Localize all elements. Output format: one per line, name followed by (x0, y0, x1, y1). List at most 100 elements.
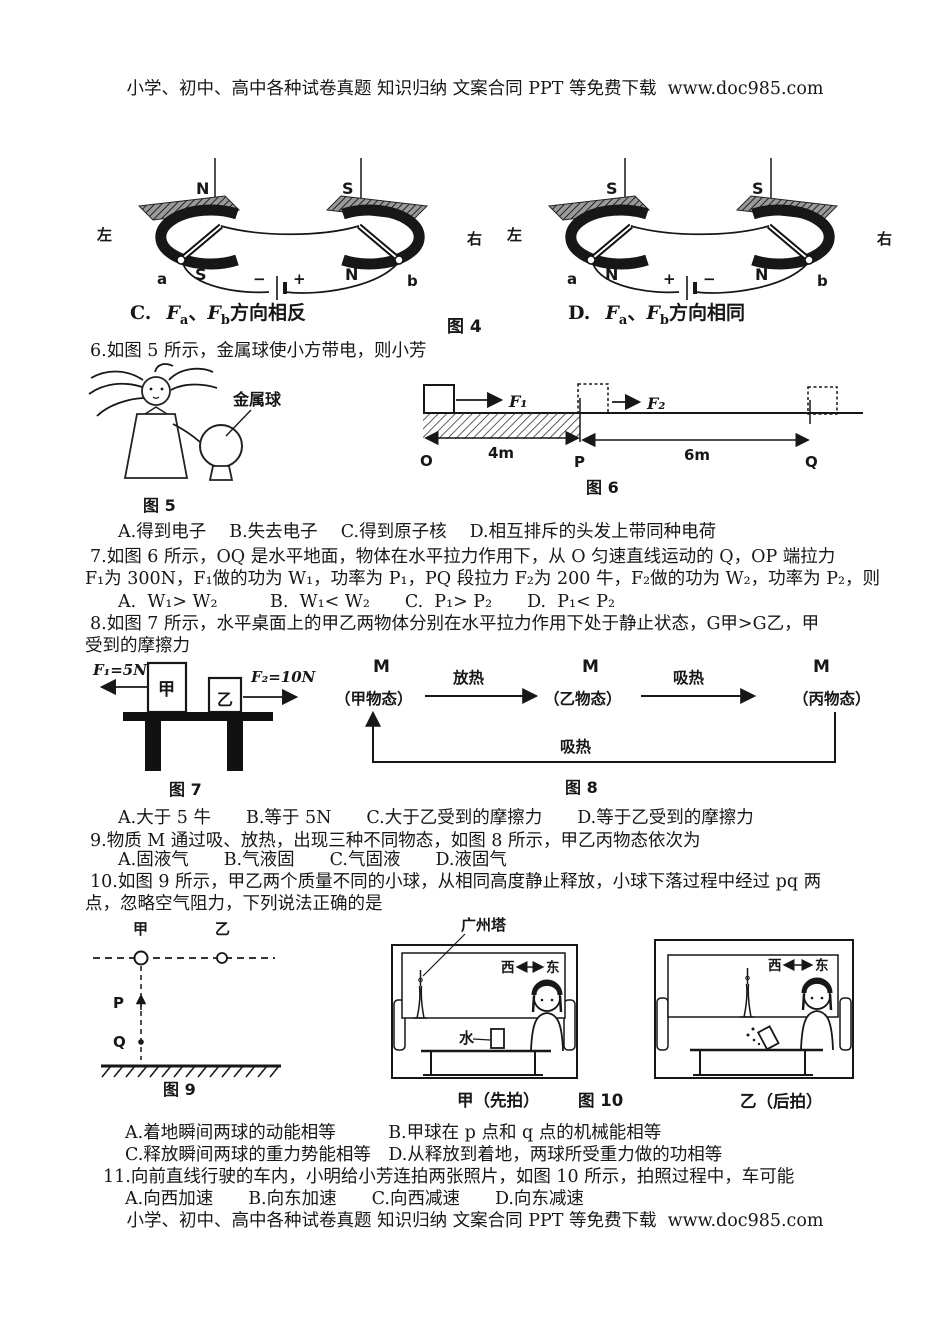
point-q: Q (805, 453, 818, 471)
metal-ball (199, 424, 243, 481)
ball-yi-label: 乙 (215, 920, 230, 938)
battery-terminal: + (663, 270, 676, 288)
block-dashed-p (577, 383, 609, 414)
q7-stem-line1: 7.如图 6 所示，OQ 是水平地面，物体在水平拉力作用下，从 O 匀速直线运动… (90, 547, 836, 567)
east-label: 东 (546, 959, 560, 976)
m1-label: M (373, 657, 390, 677)
fig6-motion-diagram: F₁ F₂ 4m 6m O P Q 图 6 (420, 383, 863, 497)
girl-figure (123, 376, 201, 479)
pole-label: S (195, 265, 207, 284)
q6-options: A.得到电子 B.失去电子 C.得到原子核 D.相互排斥的头发上带同种电荷 (118, 522, 717, 542)
pointer-line (422, 933, 466, 977)
ground (101, 1064, 281, 1078)
q8-stem-line1: 8.如图 7 所示，水平桌面上的甲乙两物体分别在水平拉力作用下处于静止状态，G甲… (90, 614, 820, 634)
tower (740, 968, 754, 1018)
footer-text: 小学、初中、高中各种试卷真题 知识归纳 文案合同 PPT 等免费下载 www.d… (126, 1211, 824, 1231)
west-label: 西 (501, 960, 515, 976)
q11-options: A.向西加速 B.向东加速 C.向西减速 D.向东减速 (125, 1189, 584, 1209)
state3-label: （丙物态） (793, 689, 871, 708)
photo-first: 广州塔 西 东 水 甲（先拍） (391, 916, 578, 1110)
fig7-caption: 图 7 (169, 780, 202, 799)
pole-label: N (755, 265, 768, 284)
water-label: 水 (459, 1029, 475, 1047)
pole-label: N (196, 179, 209, 198)
magnet-right: S N b (325, 158, 429, 290)
terminal-label: a (157, 270, 167, 288)
fig8-phase-diagram: M （甲物态） 放热 M （乙物态） 吸热 M （丙物态） 吸热 图 8 (335, 657, 871, 797)
fig10-photos: 广州塔 西 东 水 甲（先拍） 图 10 (391, 916, 854, 1111)
terminal-label: b (817, 272, 828, 290)
fig4-right-diagram: S a N S N b + − 左 (506, 158, 892, 300)
q8-options: A.大于 5 牛 B.等于 5N C.大于乙受到的摩擦力 D.等于乙受到的摩擦力 (118, 808, 754, 828)
circuit-wires: − + (182, 225, 398, 300)
battery-terminal: − (253, 270, 266, 288)
edge-label-left: 左 (96, 226, 112, 244)
fig5-caption: 图 5 (143, 496, 176, 515)
girl-passenger (800, 977, 834, 1051)
point-o: O (420, 452, 433, 470)
ball-jia-label: 甲 (133, 920, 148, 938)
battery-terminal: + (293, 270, 306, 288)
water-cup (490, 1028, 505, 1049)
fig9-caption: 图 9 (163, 1080, 196, 1099)
q9-options: A.固液气 B.气液固 C.气固液 D.液固气 (118, 850, 507, 870)
magnet-left: N a S (137, 158, 241, 288)
edge-label-right: 右 (877, 230, 892, 248)
f2-label: F₂ (646, 394, 665, 413)
terminal-label: b (407, 272, 418, 290)
q11-stem: 11.向前直线行驶的车内，小明给小芳连拍两张照片，如图 10 所示，拍照过程中，… (103, 1167, 795, 1187)
pole-label: S (606, 179, 618, 198)
q10-options-cd: C.释放瞬间两球的重力势能相等 D.从释放到着地，两球所受重力做的功相等 (125, 1145, 723, 1165)
point-q-label: Q (113, 1033, 126, 1051)
battery-terminal: − (703, 270, 716, 288)
q8-stem-line2: 受到的摩擦力 (85, 636, 190, 656)
table (690, 1048, 823, 1076)
q7-options: A. W₁> W₂ B. W₁< W₂ C. P₁> P₂ D. P₁< P₂ (118, 592, 615, 612)
distance-6m: 6m (684, 446, 710, 464)
edge-label-left: 左 (506, 226, 522, 244)
fig6-caption: 图 6 (586, 478, 619, 497)
m3-label: M (813, 657, 830, 677)
caption-first: 甲（先拍） (457, 1090, 540, 1110)
q7-stem-line2: F₁为 300N，F₁做的功为 W₁，功率为 P₁，PQ 段拉力 F₂为 200… (85, 569, 881, 589)
ball-yi (216, 952, 228, 964)
block-yi (207, 676, 243, 714)
magnet-right: S N b (735, 158, 839, 290)
table-leg (227, 721, 243, 771)
q10-stem-line2: 点，忽略空气阻力，下列说法正确的是 (85, 894, 383, 914)
pole-label: S (752, 179, 764, 198)
caption-second: 乙（后拍） (740, 1091, 823, 1111)
f1-label: F₁ (508, 392, 527, 411)
q6-stem: 6.如图 5 所示，金属球使小方带电，则小芳 (90, 341, 427, 361)
west-label: 西 (768, 958, 782, 974)
q10-options-ab: A.着地瞬间两球的动能相等 B.甲球在 p 点和 q 点的机械能相等 (125, 1123, 662, 1143)
magnet-left: S a N (547, 158, 651, 288)
arrow1-label: 放热 (452, 668, 485, 687)
terminal-label: a (567, 270, 577, 288)
f1-label: F₁=5N (92, 661, 148, 679)
fig4-option-d-caption: D.Fa、Fb方向相同 (568, 302, 745, 328)
ball-jia (133, 950, 149, 966)
point-p: P (574, 453, 585, 471)
fig8-caption: 图 8 (565, 778, 598, 797)
east-label: 东 (815, 957, 829, 974)
q9-stem: 9.物质 M 通过吸、放热，出现三种不同物态，如图 8 所示，甲乙丙物态依次为 (90, 831, 701, 851)
edge-label-right: 右 (467, 230, 482, 248)
loop-label: 吸热 (560, 737, 592, 756)
girl-passenger (530, 979, 564, 1052)
block-dashed-q (807, 386, 838, 415)
metal-ball-label: 金属球 (232, 390, 282, 409)
loop-arrow (365, 710, 836, 763)
fig9-falling-balls: 甲 乙 P Q 图 9 (93, 920, 281, 1099)
circuit-wires: + − (592, 225, 808, 300)
fig4-left-diagram: N a S S N b − + 左 (96, 158, 482, 300)
point-p-label: P (113, 994, 124, 1012)
hatched-ground (423, 413, 580, 439)
state2-label: （乙物态） (544, 689, 622, 708)
pole-label: N (345, 265, 358, 284)
pointer-line (225, 409, 252, 437)
tower-label: 广州塔 (461, 916, 507, 934)
spilling-cup (746, 1025, 780, 1051)
f2-label: F₂=10N (250, 668, 317, 686)
